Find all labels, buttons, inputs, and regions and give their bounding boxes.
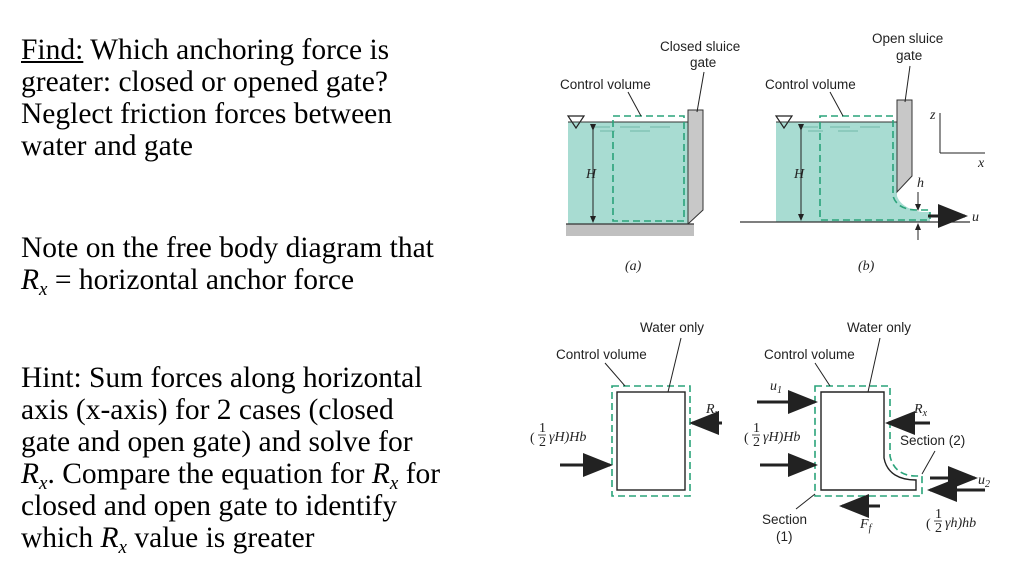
section1-leader — [795, 493, 816, 510]
section2-label: Section (2) — [900, 433, 965, 448]
find-line3: Neglect friction forces between — [21, 98, 393, 130]
fbd-cv-open — [814, 385, 923, 497]
u2-label: u2 — [978, 473, 990, 490]
fbd-cv-closed — [611, 385, 691, 497]
svg-text:1: 1 — [539, 421, 546, 436]
svg-text:2: 2 — [753, 435, 760, 450]
open-gate-label-2: gate — [896, 48, 922, 63]
svg-text:2: 2 — [935, 521, 942, 536]
hint-r1-sub: x — [39, 473, 48, 494]
hint-text: Hint: Sum forces along horizontal axis (… — [21, 362, 441, 557]
open-gate-label-1: Open sluice — [872, 31, 943, 46]
note-rest: = horizontal anchor force — [47, 264, 355, 296]
label-x: x — [977, 156, 985, 171]
note-line1: Note on the free body diagram that — [21, 232, 434, 264]
hint-line5: closed and open gate to identify — [21, 490, 398, 522]
ff-label: Ff — [859, 517, 873, 534]
control-volume-label-b: Control volume — [765, 77, 856, 92]
svg-text:γH)Hb: γH)Hb — [549, 430, 586, 445]
hint-line6b: value is greater — [126, 522, 315, 554]
hydrostatic-label-open: ( 1 2 γH)Hb — [744, 421, 800, 450]
hint-line1: Hint: Sum forces along horizontal — [21, 362, 423, 394]
hydrostatic-label-small: ( 1 2 γh)hb — [926, 507, 976, 536]
svg-text:2: 2 — [539, 435, 546, 450]
water-only-label-a: Water only — [640, 320, 704, 335]
closed-gate-shape — [687, 109, 704, 226]
find-text: Find: Which anchoring force is greater: … — [21, 34, 392, 162]
label-z: z — [929, 108, 936, 123]
find-line2: greater: closed or opened gate? — [21, 66, 388, 98]
open-gate-leader — [904, 65, 911, 103]
panel-b-open-gate: H h u Open sluice gate Control volume z … — [740, 31, 985, 274]
label-H-b: H — [793, 167, 805, 182]
caption-b: (b) — [858, 259, 875, 274]
panel-a-closed-gate: H Closed sluice gate Control volume (a) — [560, 39, 740, 274]
hint-mid: . Compare the equation for — [47, 458, 372, 490]
open-gate-shape — [896, 99, 913, 194]
label-h: h — [917, 176, 924, 191]
note-text: Note on the free body diagram that Rx = … — [21, 232, 434, 299]
water-only-leader-b — [867, 337, 881, 393]
note-r: R — [21, 264, 40, 296]
fbd-cv-label-a: Control volume — [556, 347, 647, 362]
water-only-label-b: Water only — [847, 320, 911, 335]
hint-r2: R — [371, 458, 390, 490]
control-volume-label-a: Control volume — [560, 77, 651, 92]
closed-gate-label-2: gate — [690, 55, 716, 70]
u1-label: u1 — [770, 379, 782, 396]
cv-leader-a — [627, 91, 642, 117]
hint-r3: R — [100, 522, 119, 554]
hint-line6a: which — [21, 522, 101, 554]
hint-r3-sub: x — [118, 537, 127, 558]
caption-a: (a) — [625, 259, 642, 274]
section2-leader — [921, 450, 936, 475]
svg-text:γH)Hb: γH)Hb — [763, 430, 800, 445]
label-u: u — [972, 210, 979, 225]
hydrostatic-label-closed: ( 1 2 γH)Hb — [530, 421, 586, 450]
svg-text:(: ( — [926, 517, 931, 532]
section1-num: (1) — [776, 529, 793, 544]
fbd-water-block-open — [820, 391, 917, 491]
floor-a — [566, 224, 694, 236]
hint-line2: axis (x-axis) for 2 cases (closed — [21, 394, 394, 426]
fbd-cv-leader-b — [814, 362, 831, 387]
svg-text:γh)hb: γh)hb — [945, 516, 976, 531]
control-volume-a — [612, 115, 685, 222]
find-line1: Which anchoring force is — [83, 34, 390, 66]
surface-ripples-b — [803, 126, 880, 132]
rx-label-open: Rx — [913, 402, 928, 419]
water-b — [776, 122, 930, 222]
svg-text:1: 1 — [935, 507, 942, 522]
fbd-cv-leader-a — [604, 362, 626, 387]
label-H-a: H — [585, 167, 597, 182]
find-line4: water and gate — [21, 130, 193, 162]
water-a — [568, 122, 688, 224]
svg-text:1: 1 — [753, 421, 760, 436]
closed-gate-label-1: Closed sluice — [660, 39, 740, 54]
svg-text:(: ( — [744, 431, 749, 446]
hint-end: for — [398, 458, 441, 490]
rx-label-closed: Rx — [705, 402, 720, 419]
section1-label: Section — [762, 512, 807, 527]
control-volume-b — [819, 115, 931, 221]
fbd-cv-label-b: Control volume — [764, 347, 855, 362]
hint-r2-sub: x — [389, 473, 399, 494]
hint-r1: R — [21, 458, 40, 490]
fbd-water-block-closed — [616, 391, 686, 491]
closed-gate-leader — [696, 71, 705, 113]
hint-line3: gate and open gate) and solve for — [21, 426, 413, 458]
water-only-leader-a — [667, 337, 682, 393]
cv-leader-b — [829, 91, 844, 117]
fbd-open-gate: Water only Control volume u1 ( 1 2 γH)Hb… — [744, 320, 990, 544]
note-r-sub: x — [39, 279, 48, 300]
svg-text:(: ( — [530, 431, 535, 446]
find-label: Find: — [21, 34, 84, 66]
fbd-closed-gate: Water only Control volume Rx ( 1 2 γH)Hb — [530, 320, 722, 497]
